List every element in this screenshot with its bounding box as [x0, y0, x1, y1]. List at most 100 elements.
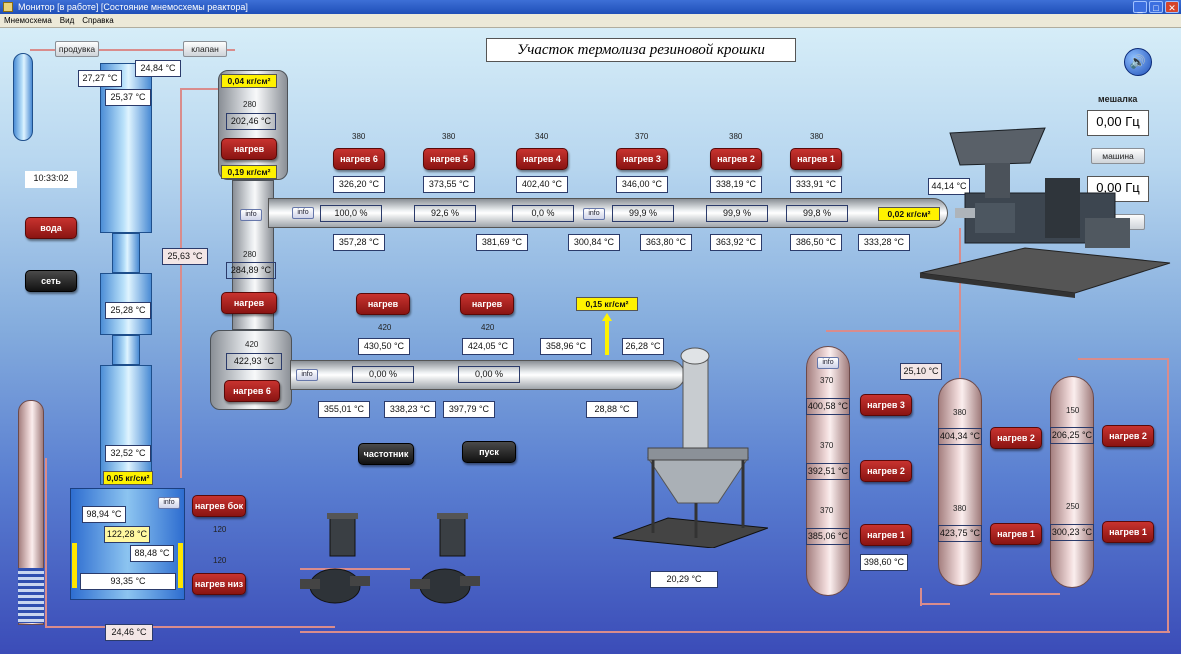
- reactor-heat-button[interactable]: нагрев: [221, 138, 277, 160]
- upper-info-button-2[interactable]: info: [583, 208, 605, 220]
- tank-temp-3: 88,48 °C: [130, 545, 174, 562]
- section4-heat-button[interactable]: нагрев 4: [516, 148, 568, 170]
- c2-setpoint-2: 380: [953, 504, 967, 513]
- mixer-freq-2: 0,00 Гц: [1087, 176, 1149, 202]
- upper-pressure: 0,02 кг/см²: [878, 207, 940, 221]
- column-lower: [100, 365, 152, 485]
- c2-heat2-button[interactable]: нагрев 2: [990, 427, 1042, 449]
- reactor-setpoint-1: 280: [243, 100, 257, 109]
- section4-top-temp: 402,40 °C: [516, 176, 568, 193]
- minimize-button[interactable]: _: [1133, 1, 1147, 13]
- lower-top-temp-4: 26,28 °C: [622, 338, 664, 355]
- machine-button[interactable]: машина: [1091, 148, 1145, 164]
- sound-icon[interactable]: 🔊: [1124, 48, 1152, 76]
- section1-heat-button[interactable]: нагрев 1: [790, 148, 842, 170]
- tank-heater-left: [72, 543, 77, 588]
- upper-info-button-1[interactable]: info: [292, 207, 314, 219]
- section5-heat-button[interactable]: нагрев 5: [423, 148, 475, 170]
- c1-heat2-button[interactable]: нагрев 2: [860, 460, 912, 482]
- c3-heat2-button[interactable]: нагрев 2: [1102, 425, 1154, 447]
- reactor-info-button[interactable]: info: [240, 209, 262, 221]
- section5-percent: 92,6 %: [414, 205, 476, 222]
- c3-heat1-button[interactable]: нагрев 1: [1102, 521, 1154, 543]
- lower-setpoint-2: 420: [481, 323, 495, 332]
- window-title: Монитор [в работе] [Состояние мнемосхемы…: [18, 2, 248, 12]
- c1-info-button[interactable]: info: [817, 357, 839, 369]
- tank-info-button[interactable]: info: [158, 497, 180, 509]
- start-button[interactable]: пуск: [462, 441, 516, 463]
- lower-setpoint-1: 420: [378, 323, 392, 332]
- section5-setpoint: 380: [442, 132, 456, 141]
- c3-temp-1: 206,25 °C: [1050, 427, 1094, 444]
- purge-button[interactable]: продувка: [55, 41, 99, 57]
- heat-bottom-button[interactable]: нагрев низ: [192, 573, 246, 595]
- reactor-temp-2: 284,89 °C: [226, 262, 276, 279]
- c1-top-pipe: [826, 330, 961, 332]
- reactor-temp-1: 202,46 °C: [226, 113, 276, 130]
- c1-setpoint-2: 370: [820, 441, 834, 450]
- close-button[interactable]: ✕: [1165, 1, 1179, 13]
- section2-top-temp: 338,19 °C: [710, 176, 762, 193]
- lower-bottom-temp-2: 338,23 °C: [384, 401, 436, 418]
- section2-percent: 99,9 %: [706, 205, 768, 222]
- column-neck-2: [112, 335, 140, 365]
- menu-help[interactable]: Справка: [82, 16, 114, 25]
- section6-heat-button[interactable]: нагрев 6: [333, 148, 385, 170]
- column-temp-1: 25,37 °C: [105, 89, 151, 106]
- temp-top-left: 27,27 °C: [78, 70, 122, 87]
- section3-heat-button[interactable]: нагрев 3: [616, 148, 668, 170]
- section6-top-temp: 326,20 °C: [333, 176, 385, 193]
- net-button[interactable]: сеть: [25, 270, 77, 292]
- mixer-label: мешалка: [1098, 94, 1138, 104]
- mnemonic-canvas: продувка клапан 27,27 °C 24,84 °C 25,37 …: [0, 28, 1181, 654]
- lower-bottom-temp-3: 397,79 °C: [443, 401, 495, 418]
- menu-mnemoscheme[interactable]: Мнемосхема: [4, 16, 52, 25]
- maximize-button[interactable]: □: [1149, 1, 1163, 13]
- heat-side-button[interactable]: нагрев бок: [192, 495, 246, 517]
- c1-temp-1: 400,58 °C: [806, 398, 850, 415]
- c1-temp-3: 385,06 °C: [806, 528, 850, 545]
- c1-heat1-button[interactable]: нагрев 1: [860, 524, 912, 546]
- app-icon: [3, 2, 13, 12]
- c3-setpoint-1: 150: [1066, 406, 1080, 415]
- bottom-pipe: [45, 626, 335, 628]
- c2-temp-2: 423,75 °C: [938, 525, 982, 542]
- valve-button[interactable]: клапан: [183, 41, 227, 57]
- section1-top-temp: 333,91 °C: [790, 176, 842, 193]
- column-pressure: 0,05 кг/см²: [103, 471, 153, 485]
- distill-column-3: [1050, 376, 1094, 588]
- side-temp: 25,63 °C: [162, 248, 208, 265]
- c1c2-riser: [920, 588, 922, 606]
- window-titlebar: Монитор [в работе] [Состояние мнемосхемы…: [0, 0, 1181, 14]
- c2-heat1-button[interactable]: нагрев 1: [990, 523, 1042, 545]
- heat6-button[interactable]: нагрев 6: [224, 380, 280, 402]
- extruder-machine: [919, 127, 1171, 298]
- extruder-temp: 44,14 °C: [928, 178, 970, 195]
- tank-temp-1: 98,94 °C: [82, 506, 126, 523]
- section1-setpoint: 380: [810, 132, 824, 141]
- water-button[interactable]: вода: [25, 217, 77, 239]
- lower-info-button[interactable]: info: [296, 369, 318, 381]
- reactor-heat2-button[interactable]: нагрев: [221, 292, 277, 314]
- freq-converter-button[interactable]: частотник: [358, 443, 414, 465]
- c3-top-pipe: [1078, 358, 1168, 360]
- menu-view[interactable]: Вид: [59, 16, 75, 25]
- section3-top-temp: 346,00 °C: [616, 176, 668, 193]
- section2-heat-button[interactable]: нагрев 2: [710, 148, 762, 170]
- condenser-vessel: [13, 53, 33, 141]
- lower-heat2-button[interactable]: нагрев: [460, 293, 514, 315]
- top-pipe: [30, 49, 235, 51]
- lower-top-temp-2: 424,05 °C: [462, 338, 514, 355]
- page-title: Участок термолиза резиновой крошки: [486, 38, 796, 62]
- c1-bottom-temp: 398,60 °C: [860, 554, 908, 571]
- link-temp: 25,10 °C: [900, 363, 942, 380]
- extruder-pipe: [959, 228, 961, 378]
- temp-top-right: 24,84 °C: [135, 60, 181, 77]
- lower-bottom-temp-4: 28,88 °C: [586, 401, 638, 418]
- tank-setpoint-2: 120: [213, 556, 227, 565]
- lower-heat1-button[interactable]: нагрев: [356, 293, 410, 315]
- c2-temp-1: 404,34 °C: [938, 428, 982, 445]
- section6-percent: 100,0 %: [320, 205, 382, 222]
- c1-heat3-button[interactable]: нагрев 3: [860, 394, 912, 416]
- return-pipe: [300, 631, 1170, 633]
